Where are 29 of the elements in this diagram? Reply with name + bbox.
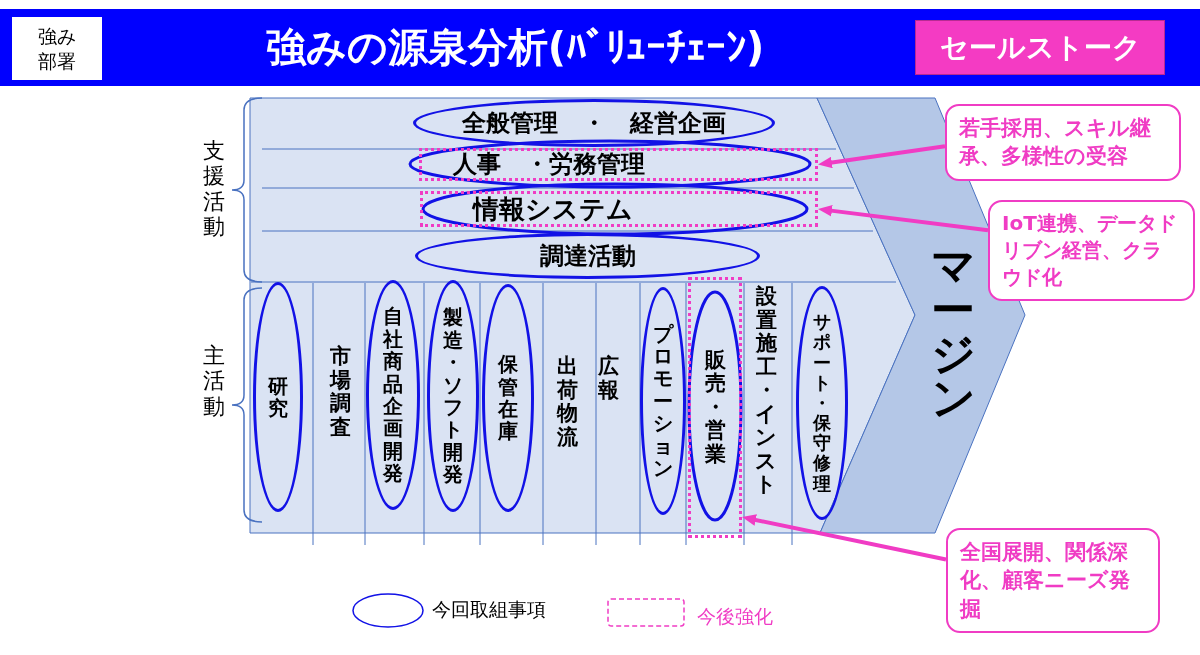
dotted-highlight-box: 販売・営業 bbox=[688, 277, 742, 538]
activity-ellipse: 全般管理 ・ 経営企画 bbox=[413, 99, 775, 147]
activity-ellipse: 製造・ソフト開発 bbox=[427, 280, 479, 512]
callout-box: IoT連携、データドリブン経営、クラウド化 bbox=[988, 200, 1195, 301]
margin-label: マージン bbox=[930, 244, 976, 420]
activity-label: 広報 bbox=[596, 355, 620, 403]
callout-box: 若手採用、スキル継承、多様性の受容 bbox=[945, 104, 1181, 181]
section-label: 主活動 bbox=[202, 343, 226, 419]
callout-box: 全国展開、関係深化、顧客ニーズ発掘 bbox=[946, 528, 1160, 634]
activity-ellipse: サポート・保守修理 bbox=[796, 286, 848, 520]
activity-ellipse: 研究 bbox=[253, 282, 303, 512]
activity-label: 市場調査 bbox=[328, 345, 352, 440]
scroll-banner: セールストーク bbox=[915, 20, 1165, 75]
activity-ellipse: プロモーション bbox=[640, 287, 686, 515]
dotted-highlight-box: 情報システム bbox=[420, 191, 818, 227]
activity-label: 出荷物流 bbox=[555, 355, 579, 450]
legend-text: 今回取組事項 bbox=[432, 597, 546, 622]
activity-ellipse: 自社商品企画開発 bbox=[366, 280, 420, 510]
arrow bbox=[742, 514, 947, 562]
arrow bbox=[818, 144, 946, 169]
title: 強みの源泉分析(ﾊﾞﾘｭｰﾁｪｰﾝ) bbox=[265, 24, 765, 70]
activity-ellipse: 保管在庫 bbox=[482, 284, 534, 512]
activity-ellipse: 調達活動 bbox=[415, 233, 760, 279]
legend-text: 今後強化 bbox=[697, 604, 773, 629]
section-label: 支援活動 bbox=[202, 138, 226, 240]
arrow bbox=[818, 204, 989, 233]
header-tag: 強み部署 bbox=[12, 17, 102, 80]
activity-label: 設置施工・インスト bbox=[754, 285, 778, 497]
dotted-highlight-box: 人事 ・労務管理 bbox=[419, 148, 818, 181]
